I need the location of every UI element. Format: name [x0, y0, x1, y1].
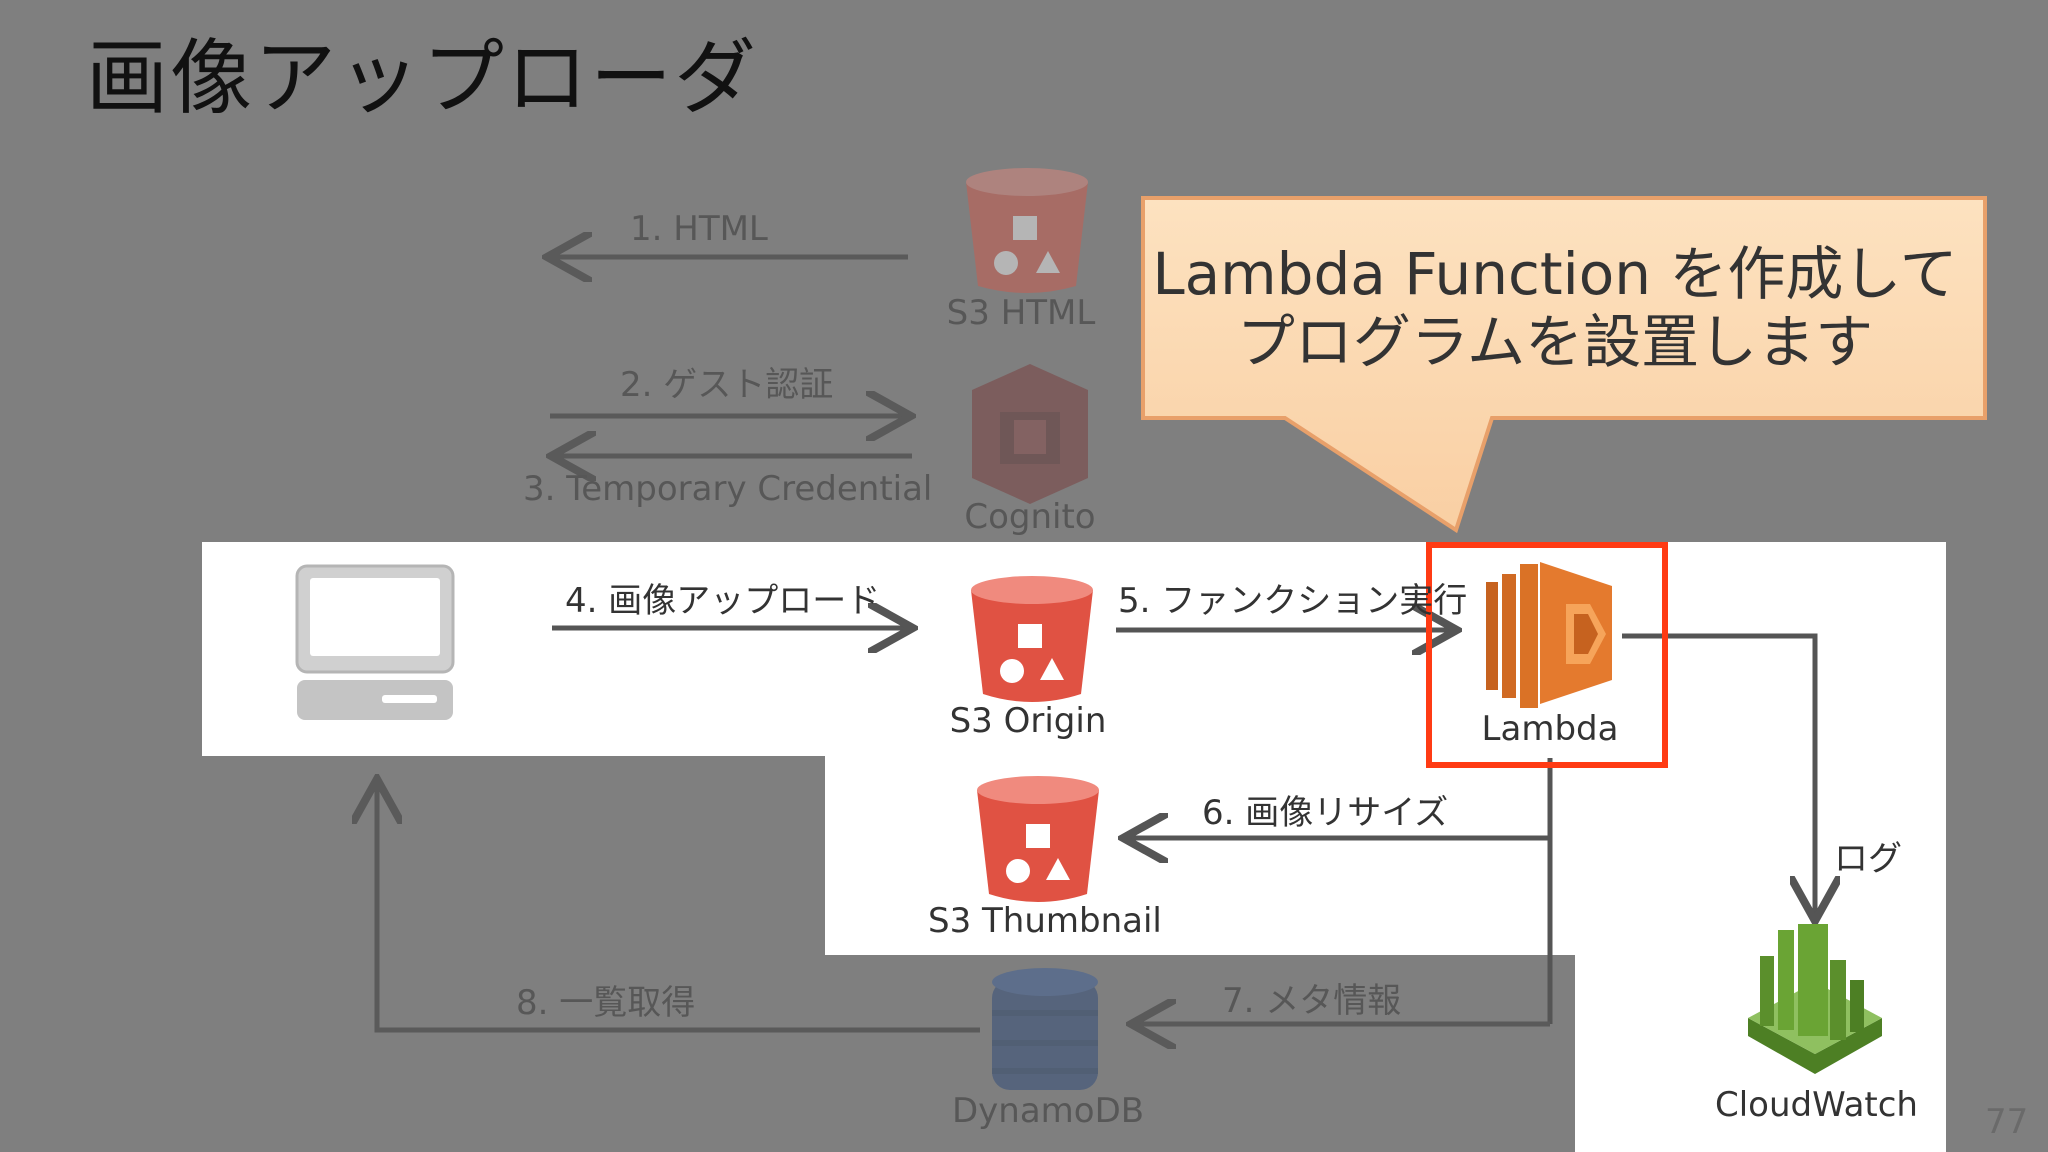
callout-text: Lambda Function を作成して プログラムを設置します — [1145, 240, 1965, 376]
step5-label: 5. ファンクション実行 — [1118, 581, 1468, 621]
step4-label: 4. 画像アップロード — [565, 581, 881, 621]
s3-html-icon — [966, 168, 1088, 293]
cloudwatch-label: CloudWatch — [1715, 1085, 1918, 1125]
step7-label: 7. メタ情報 — [1222, 981, 1402, 1021]
cognito-label: Cognito — [964, 497, 1096, 537]
dynamodb-label: DynamoDB — [952, 1091, 1145, 1131]
s3-html-label: S3 HTML — [946, 293, 1096, 333]
step6-label: 6. 画像リサイズ — [1202, 793, 1449, 833]
callout-line-2: プログラムを設置します — [1236, 308, 1874, 376]
step3-label: 3. Temporary Credential — [523, 469, 933, 509]
arrow-log — [1622, 633, 1815, 916]
lambda-highlight-box — [1426, 542, 1668, 768]
s3-origin-icon — [971, 576, 1093, 702]
page-number: 77 — [1985, 1102, 2029, 1142]
callout-line-1: Lambda Function を作成して — [1152, 240, 1958, 308]
s3-thumbnail-label: S3 Thumbnail — [928, 901, 1162, 941]
s3-thumbnail-icon — [977, 776, 1099, 902]
arrow-step8 — [377, 784, 980, 1033]
lambda-label: Lambda — [1481, 709, 1619, 749]
slide-title: 画像アップローダ — [86, 31, 759, 126]
log-label: ログ — [1834, 839, 1902, 879]
step2-label: 2. ゲスト認証 — [620, 365, 834, 405]
s3-origin-label: S3 Origin — [949, 701, 1107, 741]
step1-label: 1. HTML — [630, 209, 768, 249]
step8-label: 8. 一覧取得 — [516, 983, 696, 1023]
